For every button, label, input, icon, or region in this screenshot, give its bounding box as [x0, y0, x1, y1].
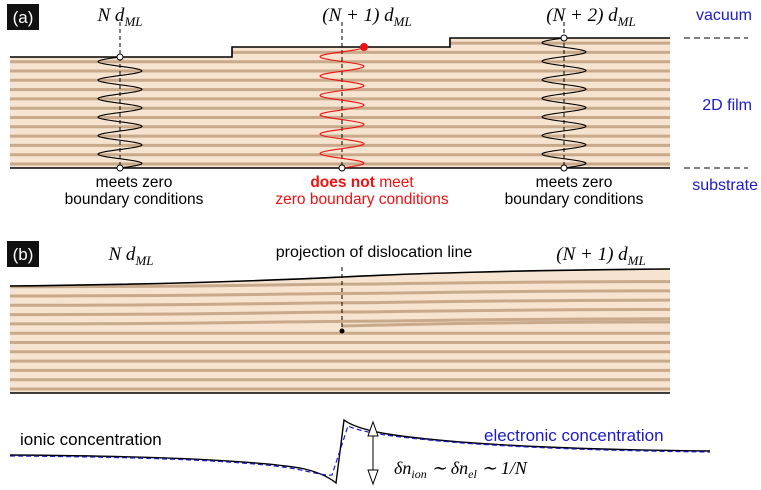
layer-stripe [9, 317, 671, 326]
film-label: 2D film [702, 97, 752, 114]
dislocation-core [339, 328, 345, 334]
caption-mid-line2: zero boundary conditions [275, 191, 448, 208]
thickness-label-left-b: N dML [108, 244, 154, 268]
antinode-mid-top [360, 43, 368, 51]
electronic-concentration-curve [9, 425, 711, 476]
panel-a: (a) N dML (N + 1) dML (N + 2) dML vacuum… [7, 4, 758, 208]
vacuum-label: vacuum [696, 7, 752, 24]
panel-a-tag-box [7, 4, 39, 30]
concentration-profiles: ionic concentration electronic concentra… [9, 418, 711, 486]
substrate-label: substrate [692, 177, 758, 194]
standing-wave-mid [319, 46, 365, 169]
caption-mid-line1: does not meet [310, 174, 414, 191]
extra-half-plane [341, 320, 671, 328]
thickness-label-mid-a: (N + 1) dML [322, 5, 411, 29]
film-top-surface-a [10, 37, 670, 58]
dislocation-label: projection of dislocation line [276, 244, 473, 261]
delta-arrow-down-head [367, 469, 379, 486]
thickness-label-left-a: N dML [97, 5, 143, 29]
panel-b-tag-box [7, 241, 39, 267]
standing-wave-right [541, 37, 587, 169]
node-mid-bottom [338, 164, 346, 172]
panel-b: (b) N dML projection of dislocation line… [7, 241, 671, 394]
node-right-bottom [560, 164, 568, 172]
node-left-bottom [116, 164, 124, 172]
node-right-top [560, 34, 568, 42]
node-left-top [116, 53, 124, 61]
layer-stripe [9, 289, 671, 298]
thickness-label-right-a: (N + 2) dML [546, 5, 635, 29]
electronic-concentration-label: electronic concentration [484, 426, 664, 445]
film-layers-a [10, 38, 670, 168]
standing-wave-left [97, 56, 143, 169]
delta-arrow-up-head [367, 420, 379, 437]
caption-right-line1: meets zero [536, 174, 613, 191]
panel-b-tag: (b) [13, 245, 34, 264]
panel-a-tag: (a) [13, 8, 34, 27]
caption-left-line1: meets zero [96, 174, 173, 191]
caption-right-line2: boundary conditions [505, 191, 644, 208]
thickness-label-right-b: (N + 1) dML [556, 244, 645, 268]
caption-left-line2: boundary conditions [65, 191, 204, 208]
ionic-concentration-label: ionic concentration [20, 430, 162, 449]
ionic-concentration-curve [9, 418, 711, 485]
delta-formula: δnion ∼ δnel ∼ 1/N [394, 458, 528, 481]
